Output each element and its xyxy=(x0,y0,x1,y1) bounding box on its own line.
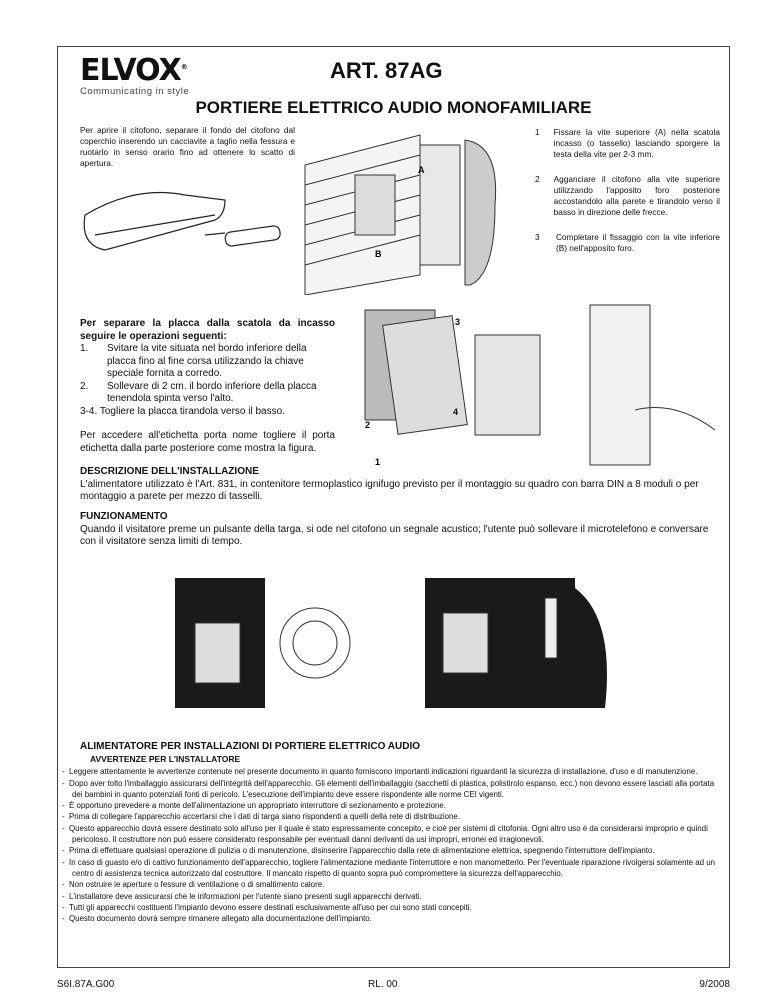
warning-item: - Non ostruire le aperture o fessure di … xyxy=(62,880,325,890)
power-supply-heading: ALIMENTATORE PER INSTALLAZIONI DI PORTIE… xyxy=(80,741,420,752)
article-number: ART. 87AG xyxy=(330,58,443,83)
warning-item: - Questo apparecchio dovrà essere destin… xyxy=(62,823,708,845)
page-frame xyxy=(57,46,730,968)
warnings: AVVERTENZE PER L'INSTALLATORE - Leggere … xyxy=(62,752,724,924)
warning-item: - In caso di guasto e/o di cattivo funzi… xyxy=(62,857,715,878)
elvox-logo: ELVOX® Communicating in style xyxy=(80,52,210,98)
intercom-opening-illustration xyxy=(83,191,281,251)
svg-text:A: A xyxy=(418,165,425,175)
warning-item: - È opportuno prevedere a monte dell'ali… xyxy=(62,801,447,811)
wall-mounting-illustration: A B xyxy=(304,134,497,295)
date: 9/2008 xyxy=(699,979,730,990)
operation-section: FUNZIONAMENTO Quando il visitatore preme… xyxy=(80,511,709,547)
description-section: DESCRIZIONE DELL'INSTALLAZIONE L'aliment… xyxy=(80,466,699,502)
plate-removal-illustration: 3 2 4 1 xyxy=(364,304,716,467)
revision: RL. 00 xyxy=(368,979,398,990)
svg-text:1: 1 xyxy=(375,457,380,467)
svg-text:2: 2 xyxy=(365,420,370,430)
operation-illustration xyxy=(175,578,607,708)
warning-item: - Leggere attentamente le avvertenze con… xyxy=(62,767,698,777)
warning-item: - L'installatore deve assicurarsi che le… xyxy=(62,891,422,901)
warning-item: - Prima di effettuare qualsiasi operazio… xyxy=(62,846,655,856)
warning-item: - Dopo aver tolto l'imballaggio assicura… xyxy=(62,778,715,799)
tagline: Communicating in style xyxy=(80,86,190,97)
svg-text:B: B xyxy=(375,249,382,259)
svg-text:4: 4 xyxy=(453,407,458,417)
separate-instructions: Per separare la placca dalla scatola da … xyxy=(80,318,335,454)
warning-item: - Tutti gli apparecchi costituenti l'imp… xyxy=(62,902,472,912)
svg-text:3: 3 xyxy=(455,317,460,327)
document-code: S6I.87A.G00 xyxy=(57,979,115,990)
page-title: PORTIERE ELETTRICO AUDIO MONOFAMILIARE xyxy=(195,98,592,117)
warning-item: - Prima di collegare l'apparecchio accer… xyxy=(62,812,461,822)
intro-text: Per aprire il citofono, separare il fond… xyxy=(80,125,295,168)
warning-item: - Questo documento dovrà sempre rimanere… xyxy=(62,914,372,924)
